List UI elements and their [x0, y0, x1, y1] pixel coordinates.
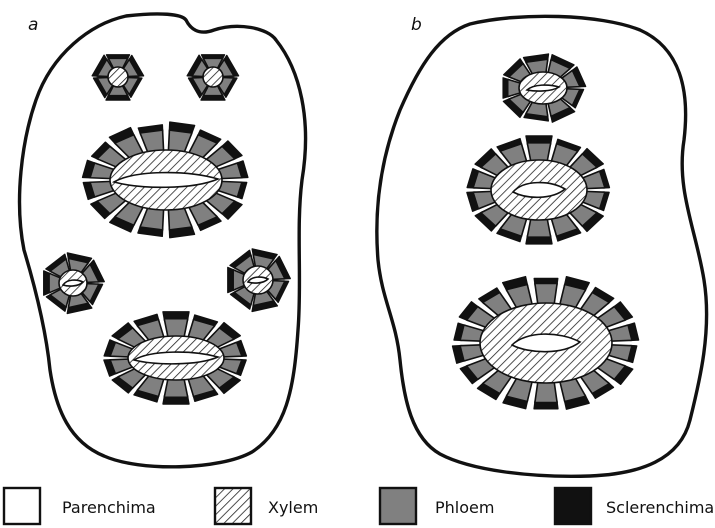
phloem-segment [164, 319, 188, 338]
legend-swatch-phloem [380, 488, 416, 524]
panel-label-a: a [28, 15, 38, 35]
legend: Parenchima Xylem Phloem Sclerenchima [4, 488, 714, 524]
phloem-segment [164, 378, 188, 397]
legend-label-parenchima: Parenchima [62, 498, 156, 517]
xylem-core [108, 67, 128, 87]
legend-label-sclerenchima: Sclerenchima [606, 498, 714, 517]
legend-label-xylem: Xylem [268, 498, 318, 517]
panel-a-stem-outline [20, 14, 306, 467]
panel-label-b: b [411, 15, 422, 35]
legend-swatch-parenchima [4, 488, 40, 524]
legend-swatch-sclerenchima [555, 488, 591, 524]
legend-label-phloem: Phloem [435, 498, 494, 517]
xylem-core [203, 67, 223, 87]
legend-swatch-xylem [215, 488, 251, 524]
